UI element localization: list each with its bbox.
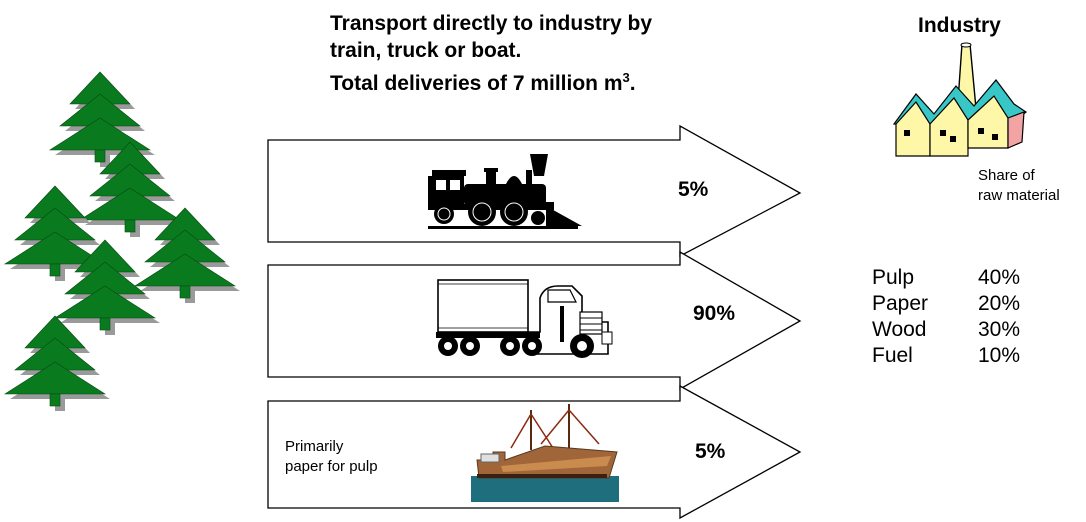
boat-note: Primarily paper for pulp: [285, 437, 378, 477]
diagram-title: Transport directly to industry by train,…: [330, 10, 790, 97]
share-label: Share of raw material: [978, 166, 1060, 206]
tree-icon: [53, 239, 160, 335]
share-name: Pulp: [872, 266, 915, 289]
share-table: Pulp 40% Paper 20% Wood 30% Fuel 10%: [872, 265, 1020, 369]
share-name: Wood: [872, 318, 927, 341]
train-share: 5%: [678, 178, 709, 201]
share-row: Fuel 10%: [872, 343, 1020, 369]
tree-icon: [133, 207, 240, 303]
boat-share: 5%: [695, 440, 726, 463]
share-value: 10%: [978, 344, 1021, 367]
tree-icon: [78, 141, 185, 237]
boat-note-line-2: paper for pulp: [285, 458, 378, 475]
title-line-2: train, truck or boat.: [330, 39, 522, 62]
ship-icon: [471, 404, 619, 502]
transport-arrows: [267, 124, 802, 520]
industry-title: Industry: [918, 14, 1001, 37]
train-icon: [428, 154, 582, 229]
share-label-line-1: Share of: [978, 167, 1035, 184]
share-row: Pulp 40%: [872, 265, 1020, 291]
share-row: Paper 20%: [872, 291, 1020, 317]
truck-icon: [436, 279, 613, 358]
title-line-1: Transport directly to industry by: [330, 12, 653, 35]
forest-icon: [3, 71, 240, 411]
share-value: 40%: [978, 266, 1021, 289]
share-value: 30%: [978, 318, 1021, 341]
share-label-line-2: raw material: [978, 187, 1060, 204]
share-name: Fuel: [872, 344, 913, 367]
factory-icon: [892, 42, 1028, 157]
truck-arrow: [267, 250, 802, 391]
share-value: 20%: [978, 292, 1021, 315]
truck-share: 90%: [693, 302, 736, 325]
share-name: Paper: [872, 292, 929, 315]
title-line-3: Total deliveries of 7 million m3.: [330, 70, 636, 95]
share-row: Wood 30%: [872, 317, 1020, 343]
boat-note-line-1: Primarily: [285, 438, 344, 455]
tree-icon: [3, 315, 110, 411]
